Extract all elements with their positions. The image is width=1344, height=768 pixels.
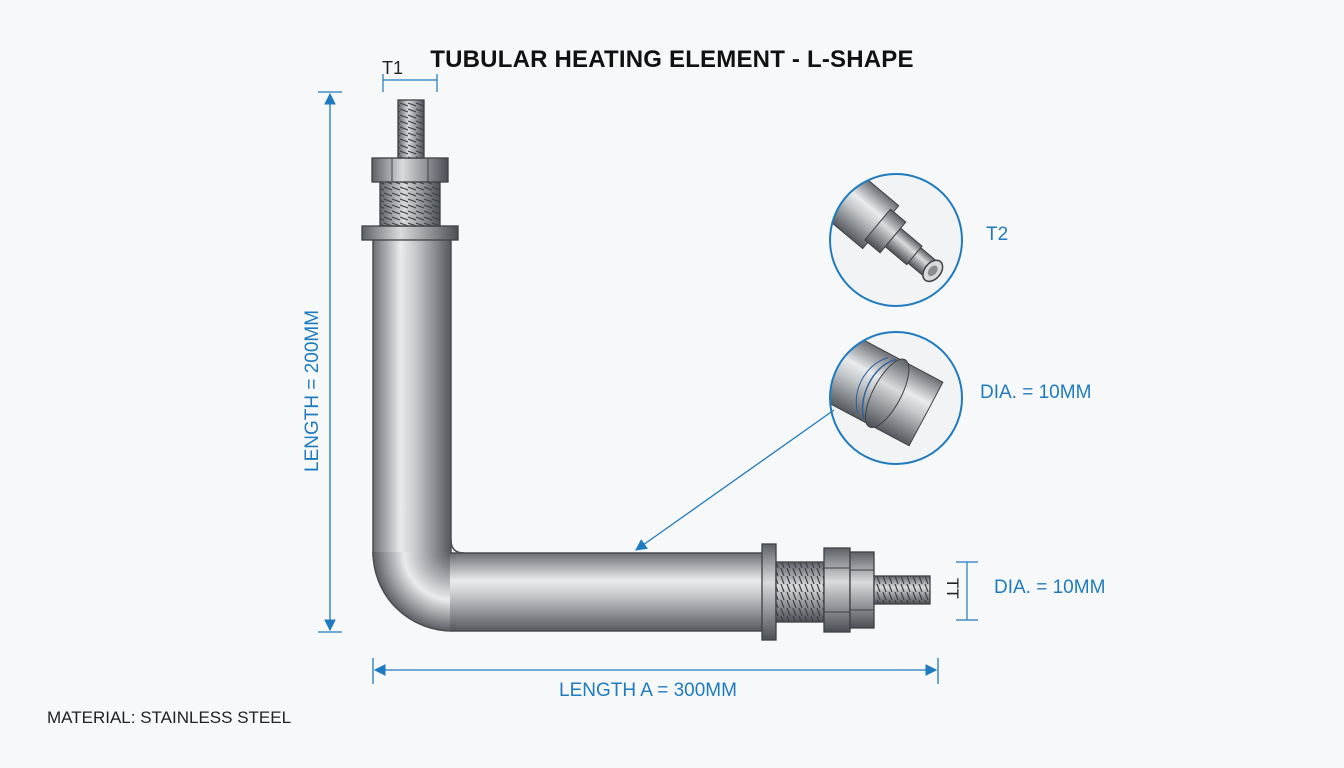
dia-end-label: DIA. = 10MM [994,577,1106,598]
vertical-dimension [318,91,342,633]
detail-circle-diameter [829,331,963,465]
detail-circle-terminal [829,173,963,307]
end-t-label: TT [943,578,962,599]
right-terminal [761,543,931,641]
t2-label: T2 [986,224,1009,245]
vertical-tube [372,237,452,557]
horizontal-tube [450,552,765,632]
length-a-label: LENGTH A = 300MM [559,680,737,701]
diagram-title: TUBULAR HEATING ELEMENT - L-SHAPE [430,46,914,73]
t1-label: T1 [382,58,404,78]
material-label: MATERIAL: STAINLESS STEEL [47,708,292,727]
detail-leader-line [635,409,835,551]
top-terminal [361,99,459,241]
horizontal-dimension [372,658,939,684]
t1-dimension [382,74,438,92]
length-b-label: LENGTH = 200MM [302,309,323,472]
dia-detail-label: DIA. = 10MM [980,382,1092,403]
end-dia-dimension [956,561,978,621]
